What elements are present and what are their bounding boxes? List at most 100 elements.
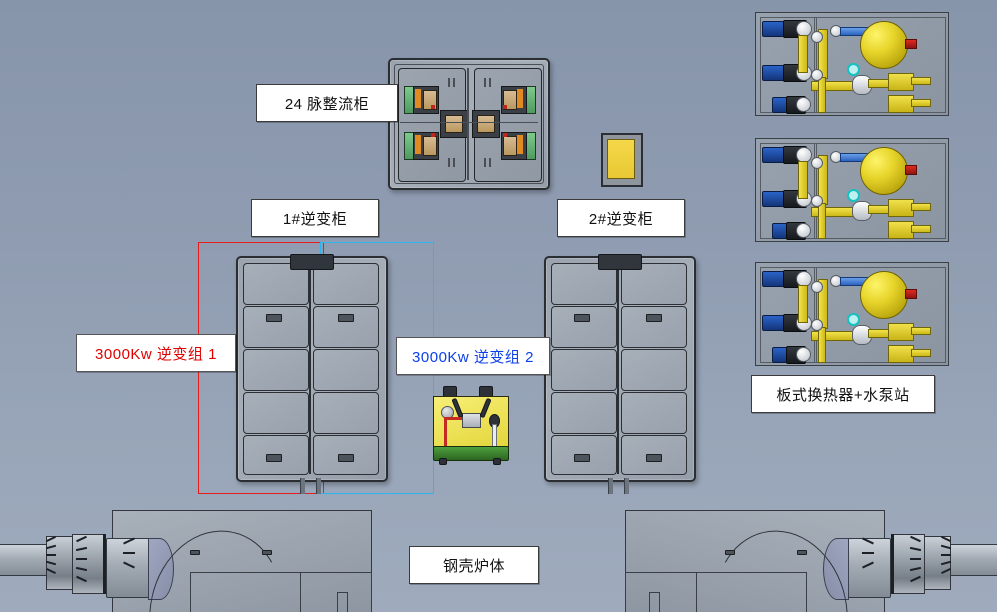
label-inverter-cabinet-2-text: 2#逆变柜	[588, 210, 654, 228]
label-inverter-cabinet-1[interactable]: 1#逆变柜	[251, 199, 379, 237]
inverter-panel	[621, 306, 687, 348]
furnace-marker	[725, 550, 735, 555]
induction-coil	[72, 534, 104, 594]
furnace-left[interactable]	[0, 500, 372, 612]
terminal-block	[517, 135, 523, 154]
furnace-access-door[interactable]	[337, 592, 348, 612]
inverter-panel	[313, 349, 379, 391]
indicator	[431, 133, 435, 137]
label-furnace-body[interactable]: 钢壳炉体	[409, 546, 539, 584]
label-rectifier-cabinet-text: 24 脉整流柜	[284, 95, 370, 113]
skid-frame	[760, 143, 946, 239]
pump-skid-2[interactable]	[755, 138, 949, 242]
terminal-block	[517, 89, 523, 108]
furnace-duct	[945, 544, 997, 576]
tank-nozzle	[905, 289, 917, 299]
terminal-block	[423, 136, 437, 156]
check-valve	[811, 31, 823, 43]
hx-connection	[911, 327, 931, 335]
label-pump-station[interactable]: 板式换热器+水泵站	[751, 375, 935, 413]
inverter-panel	[621, 349, 687, 391]
label-inverter-group-2-text: 3000Kw 逆变组 2	[412, 348, 534, 366]
vent-slot	[448, 158, 450, 167]
coil-flange	[103, 534, 106, 594]
inverter-panel	[243, 263, 309, 305]
label-inverter-group-1[interactable]: 3000Kw 逆变组 1	[76, 334, 236, 372]
panel-handle	[574, 454, 590, 462]
inverter-cabinet-1[interactable]	[236, 254, 388, 482]
coil-flange	[891, 534, 894, 594]
control-panel-frame[interactable]	[601, 133, 643, 187]
vent-slot	[453, 158, 455, 167]
header-pipe-left	[798, 35, 808, 73]
cabinet-leg	[624, 478, 629, 494]
rectifier-cabinet[interactable]	[388, 58, 550, 190]
coil-fin	[941, 554, 951, 556]
label-inverter-group-1-text: 3000Kw 逆变组 1	[95, 345, 217, 363]
inverter-panel	[551, 392, 617, 434]
panel-handle	[646, 314, 662, 322]
panel-handle	[266, 454, 282, 462]
bay-divider	[467, 68, 469, 180]
label-inverter-cabinet-2[interactable]: 2#逆变柜	[557, 199, 685, 237]
coil-fin	[46, 554, 56, 556]
panel-handle	[646, 454, 662, 462]
panel-handle	[574, 314, 590, 322]
label-inverter-group-2[interactable]: 3000Kw 逆变组 2	[396, 337, 550, 375]
label-rectifier-cabinet[interactable]: 24 脉整流柜	[256, 84, 398, 122]
furnace-barrel	[106, 538, 150, 598]
furnace-sub-panel	[625, 572, 697, 612]
transformer-unit[interactable]	[427, 386, 513, 465]
inverter-panel	[313, 263, 379, 305]
vent-slot	[484, 158, 486, 167]
base-foot	[439, 458, 447, 465]
furnace-duct	[0, 544, 52, 576]
indicator	[503, 105, 507, 109]
hx-connection	[911, 77, 931, 85]
transformer-base	[433, 446, 509, 461]
inverter-panel	[313, 435, 379, 475]
expansion-tank	[860, 21, 908, 69]
vent-slot	[489, 78, 491, 87]
pump-coupling	[796, 97, 811, 112]
skid-inner-frame	[814, 267, 817, 363]
center-transformer-left	[440, 110, 468, 138]
drop-pipe	[818, 327, 826, 363]
terminal-block	[503, 136, 517, 156]
hx-connection	[911, 349, 931, 357]
check-valve	[811, 281, 823, 293]
vent-slot	[448, 78, 450, 87]
pump-skid-1[interactable]	[755, 12, 949, 116]
inverter-panel	[243, 435, 309, 475]
pressure-gauge	[847, 313, 860, 326]
pump-skid-3[interactable]	[755, 262, 949, 366]
busbar	[400, 122, 538, 123]
tank-nozzle	[905, 165, 917, 175]
terminal-block	[415, 135, 421, 154]
hx-connection	[911, 203, 931, 211]
vent-slot	[489, 158, 491, 167]
cabinet-leg	[316, 478, 321, 494]
skid-inner-frame	[814, 17, 817, 113]
red-cable	[444, 417, 462, 420]
inverter-cabinet-2[interactable]	[544, 254, 696, 482]
furnace-access-door[interactable]	[649, 592, 660, 612]
cabinet-leg	[300, 478, 305, 494]
header-pipe-left	[798, 285, 808, 323]
rectifier-cabinet-frame	[394, 64, 544, 184]
expansion-tank	[860, 271, 908, 319]
inverter-panel	[243, 349, 309, 391]
red-cable-drop	[444, 419, 447, 447]
header-pipe-left	[798, 161, 808, 199]
furnace-marker	[190, 550, 200, 555]
top-connector	[290, 254, 334, 270]
inverter-panel	[313, 392, 379, 434]
control-panel-face	[607, 139, 635, 179]
pump-coupling	[796, 223, 811, 238]
hx-connection	[911, 99, 931, 107]
furnace-sub-panel	[300, 572, 372, 612]
furnace-right[interactable]	[578, 500, 997, 612]
inverter-panel	[243, 306, 309, 348]
transformer-core	[445, 115, 463, 133]
inverter-panel	[551, 263, 617, 305]
